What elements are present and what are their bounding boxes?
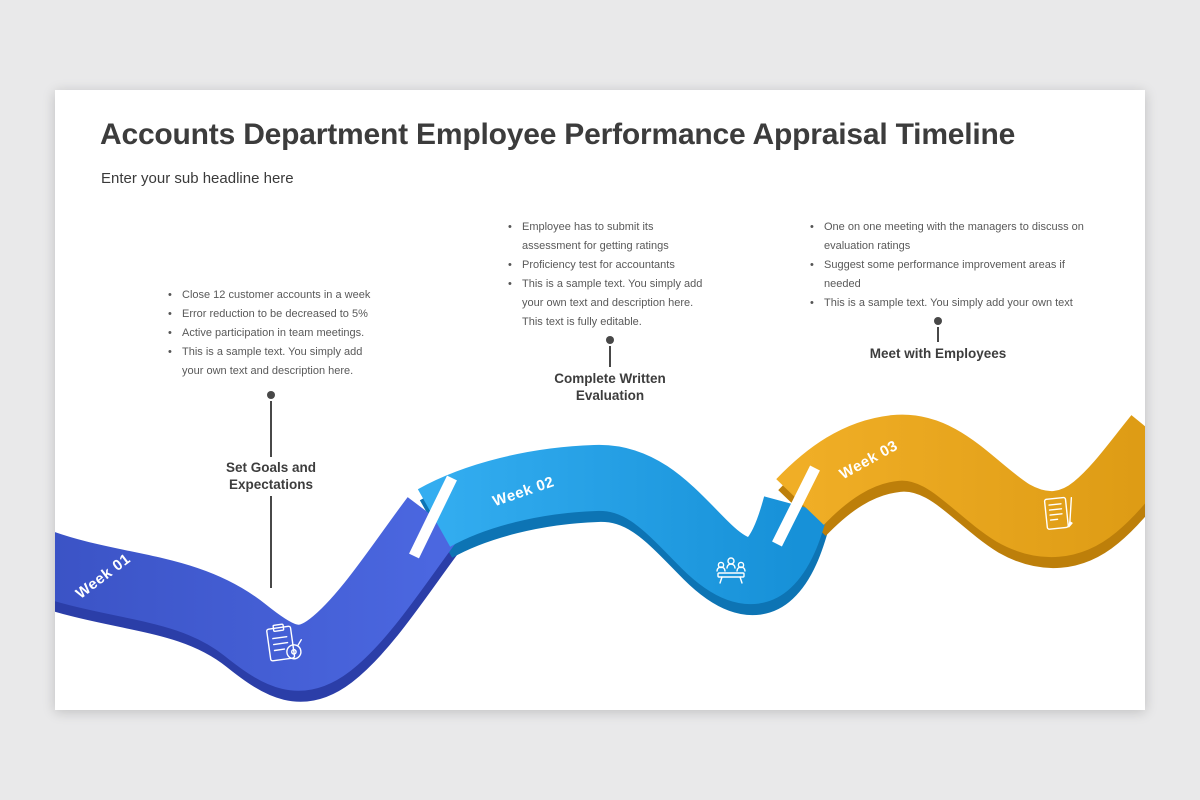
bullet-item: This is a sample text. You simply add yo… (807, 294, 1085, 313)
milestone-1-connector-line-lower (270, 496, 272, 588)
milestone-2-connector-line (609, 346, 611, 367)
bullet-item: This is a sample text. You simply add yo… (505, 275, 715, 332)
timeline-ribbon: Week 01 Week 02 Week 03 (55, 414, 1145, 702)
milestone-1-bullets: Close 12 customer accounts in a week Err… (165, 286, 380, 381)
ribbon-segment-week-03 (776, 414, 1145, 557)
milestone-3-bullets: One on one meeting with the managers to … (807, 218, 1085, 313)
milestone-3-title: Meet with Employees (869, 346, 1007, 361)
ribbon-segment-week-02 (417, 445, 828, 604)
slide: Accounts Department Employee Performance… (55, 90, 1145, 710)
bullet-item: Close 12 customer accounts in a week (165, 286, 380, 305)
document-pen-icon (1043, 496, 1073, 530)
bullet-item: Suggest some performance improvement are… (807, 256, 1085, 294)
milestone-3-connector-line (937, 327, 939, 342)
milestone-1-marker-dot (267, 391, 275, 399)
milestone-2-bullets: Employee has to submit its assessment fo… (505, 218, 715, 332)
page-subtitle: Enter your sub headline here (101, 170, 294, 187)
page-title: Accounts Department Employee Performance… (100, 118, 1016, 151)
team-discussion-icon (716, 557, 746, 584)
bullet-item: Proficiency test for accountants (505, 256, 715, 275)
ribbon-segment-week-01 (55, 497, 461, 691)
clipboard-target-icon (266, 623, 302, 662)
bullet-item: One on one meeting with the managers to … (807, 218, 1085, 256)
bullet-item: Active participation in team meetings. (165, 324, 380, 343)
milestone-3-marker-dot (934, 317, 942, 325)
bullet-item: Employee has to submit its assessment fo… (505, 218, 715, 256)
bullet-item: Error reduction to be decreased to 5% (165, 305, 380, 324)
bullet-item: This is a sample text. You simply add yo… (165, 343, 380, 381)
segment-gap-1 (409, 475, 457, 559)
milestone-1-connector-line (270, 401, 272, 457)
segment-gap-2 (772, 465, 820, 547)
milestone-1-title: Set Goals and Expectations (225, 460, 317, 492)
milestone-2-marker-dot (606, 336, 614, 344)
milestone-2-title: Complete Written Evaluation (554, 371, 666, 403)
